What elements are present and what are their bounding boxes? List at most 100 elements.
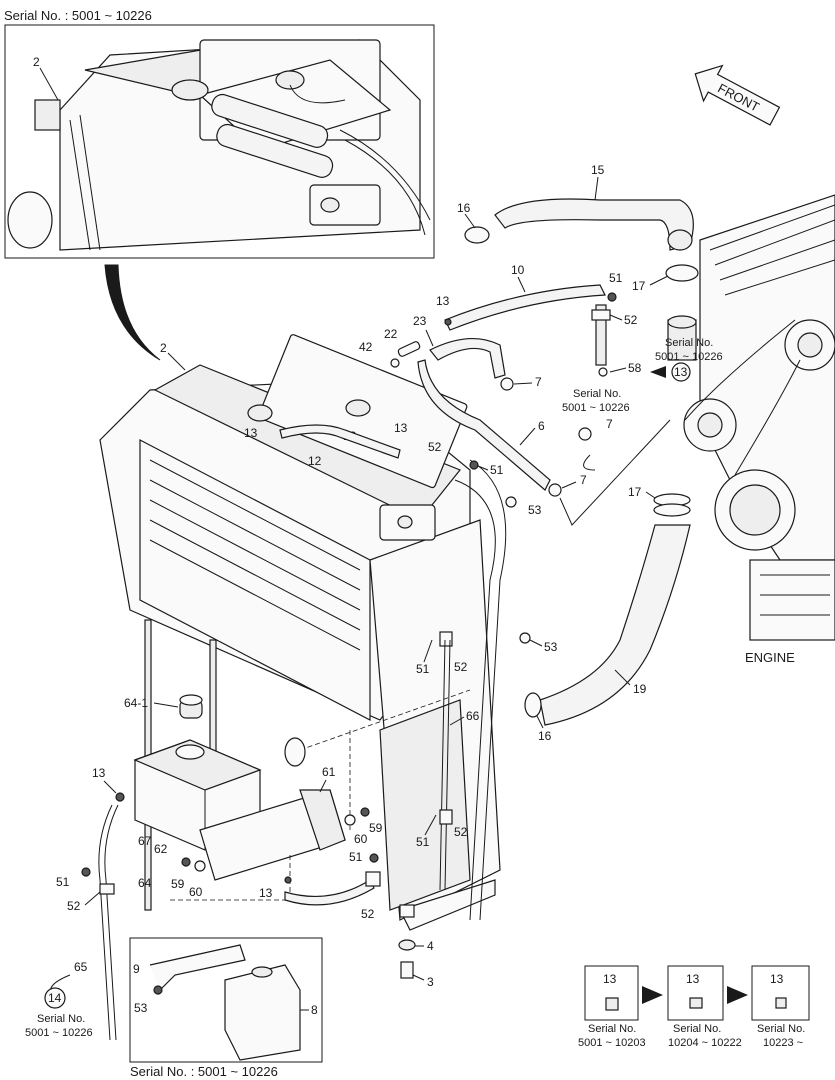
callout-52b: 52 xyxy=(428,440,442,454)
callout-8: 8 xyxy=(311,1003,318,1017)
bolt-51e xyxy=(81,867,91,877)
variant-3: 13 Serial No. 10223 ~ xyxy=(751,965,810,1049)
clamp-7a xyxy=(500,377,514,391)
callout-13b: 13 xyxy=(244,426,258,440)
callout-17a: 17 xyxy=(632,279,646,293)
leader-23 xyxy=(425,329,434,347)
callout-9: 9 xyxy=(133,962,140,976)
callout-64: 64 xyxy=(138,876,152,890)
callout-64-1: 64-1 xyxy=(124,696,148,710)
callout-19: 19 xyxy=(633,682,647,696)
variant-1-line2: 5001 ~ 10203 xyxy=(578,1037,646,1049)
bolt-51a xyxy=(607,292,617,302)
hose-66-b xyxy=(444,639,451,891)
callout-60a: 60 xyxy=(189,885,203,899)
bottom-serial-label: Serial No. : 5001 ~ 10226 xyxy=(130,1064,278,1079)
nut-53b xyxy=(519,632,531,644)
inset-frame-bottom xyxy=(129,937,323,1063)
callout-7c: 7 xyxy=(606,417,613,431)
circled-ref-13-arrow xyxy=(650,366,666,378)
leader-7a xyxy=(513,382,533,385)
callout-59b: 59 xyxy=(369,821,383,835)
circled-ref-13 xyxy=(671,362,691,382)
leader-15 xyxy=(594,176,599,201)
leader-51d xyxy=(424,814,437,836)
mount-block xyxy=(399,904,415,918)
callout-58: 58 xyxy=(628,361,642,375)
washer-60a xyxy=(194,860,206,872)
callout-13d: 13 xyxy=(394,421,408,435)
hose-12 xyxy=(279,424,401,459)
leader-17b xyxy=(645,491,656,499)
callout-52e: 52 xyxy=(67,899,81,913)
callout-52d: 52 xyxy=(454,825,468,839)
pipe-58 xyxy=(595,304,607,366)
callout-12: 12 xyxy=(308,454,322,468)
top-serial-label: Serial No. : 5001 ~ 10226 xyxy=(4,8,152,23)
inset-radiator-drawing xyxy=(7,39,431,251)
callout-22: 22 xyxy=(384,327,398,341)
hose-6 xyxy=(417,359,551,491)
clip-52e xyxy=(99,883,115,895)
callout-15: 15 xyxy=(591,163,605,177)
variant-3-part: 13 xyxy=(770,972,784,986)
leader-3 xyxy=(412,974,425,981)
tank-8-cap xyxy=(251,966,273,978)
callout-2b: 2 xyxy=(160,341,167,355)
bolt-59a xyxy=(181,857,191,867)
callout-51d: 51 xyxy=(416,835,430,849)
inset-frame-top xyxy=(4,24,435,259)
callout-51e: 51 xyxy=(56,875,70,889)
bolt-51b xyxy=(469,460,479,470)
callout-53b: 53 xyxy=(544,640,558,654)
serial-note-clamp-line2: 5001 ~ 10226 xyxy=(562,402,630,414)
variant-3-line1: Serial No. xyxy=(757,1023,805,1035)
hose-13-lower xyxy=(284,879,375,906)
leader-2a xyxy=(39,67,59,101)
hose-10 xyxy=(444,284,606,331)
leader-19 xyxy=(614,669,631,686)
clip-52f xyxy=(365,871,381,887)
leader-16a xyxy=(464,213,476,229)
leader-2b xyxy=(167,352,186,371)
inset-pointer-arrow xyxy=(104,264,161,361)
washer-4 xyxy=(398,939,416,951)
leader-51b xyxy=(477,465,489,471)
hose-65-b xyxy=(104,804,119,1041)
dashed-connector-a xyxy=(299,689,471,751)
serial-note-engine-line1: Serial No. xyxy=(665,337,713,349)
circled-ref-13-text: 13 xyxy=(674,365,688,379)
fitting-58 xyxy=(598,367,608,377)
clip-52c xyxy=(439,631,453,647)
leader-51c xyxy=(423,639,433,663)
clamp-17-lower-b xyxy=(653,503,691,517)
leader-7b xyxy=(561,481,577,489)
callout-13e: 13 xyxy=(92,766,106,780)
callout-62: 62 xyxy=(154,842,168,856)
leader-note-7 xyxy=(559,419,671,526)
callout-67: 67 xyxy=(138,834,152,848)
callout-16a: 16 xyxy=(457,201,471,215)
callout-61: 61 xyxy=(322,765,336,779)
leader-64-1 xyxy=(153,702,179,708)
variant-1-part: 13 xyxy=(603,972,617,986)
engine-label: ENGINE xyxy=(745,650,795,665)
nut-53a xyxy=(505,496,517,508)
callout-10: 10 xyxy=(511,263,525,277)
clamp-7-variant xyxy=(578,427,592,441)
callout-16b: 16 xyxy=(538,729,552,743)
callout-3: 3 xyxy=(427,975,434,989)
callout-42: 42 xyxy=(359,340,373,354)
leader-13e xyxy=(103,780,117,794)
circled-ref-14 xyxy=(44,987,66,1009)
strap-9 xyxy=(149,944,246,991)
bracket-61-side xyxy=(299,789,346,851)
clamp-16-lower xyxy=(524,692,542,718)
variant-arrow-2 xyxy=(727,986,748,1004)
clip-13f xyxy=(284,876,292,884)
callout-7a: 7 xyxy=(535,375,542,389)
callout-59a: 59 xyxy=(171,877,185,891)
leader-52e xyxy=(84,891,101,906)
callout-51c: 51 xyxy=(416,662,430,676)
